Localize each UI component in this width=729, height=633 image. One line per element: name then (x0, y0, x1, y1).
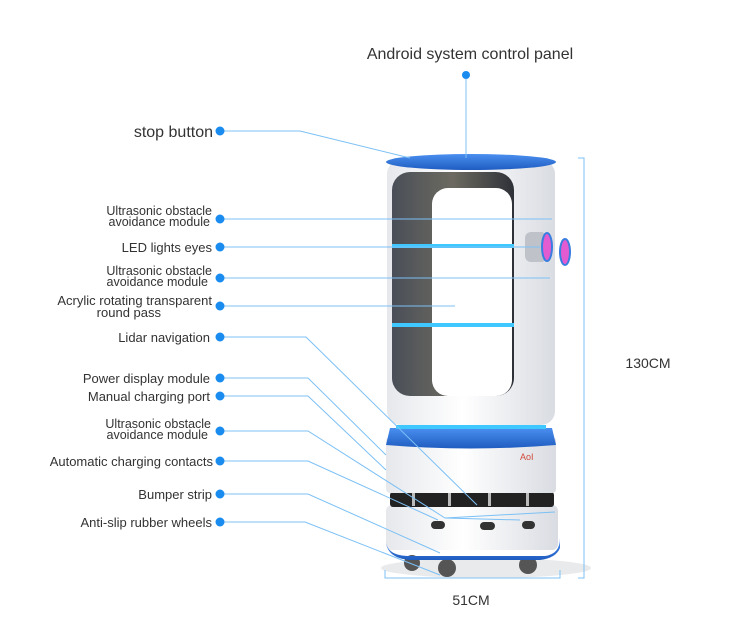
callout-lines (220, 75, 585, 579)
label-ultrasonic-2-line1: Ultrasonic obstacle (106, 264, 212, 278)
blue-ring (386, 428, 556, 449)
label-stop-button: stop button (134, 124, 213, 141)
robot-illustration: AoI (381, 154, 591, 578)
label-wheels: Anti-slip rubber wheels (80, 515, 212, 530)
label-ultrasonic-1-line2: avoidance module (109, 215, 211, 229)
svg-text:AoI: AoI (520, 452, 534, 462)
label-ultrasonic-3-line1: Ultrasonic obstacle (105, 417, 211, 431)
led-eye (559, 238, 571, 266)
bumper-strip (386, 538, 560, 560)
label-auto-charging: Automatic charging contacts (50, 454, 214, 469)
wheel (519, 556, 537, 574)
label-ultrasonic-2-line2: avoidance module (107, 275, 209, 289)
top-cap (386, 154, 556, 170)
height-bracket (578, 157, 585, 579)
label-power-display: Power display module (83, 371, 210, 386)
callout-dots (215, 71, 470, 527)
label-lidar: Lidar navigation (118, 330, 210, 345)
label-acrylic-line2: round pass (97, 305, 162, 320)
label-width: 51CM (452, 592, 489, 608)
mid-base (386, 437, 556, 493)
label-bumper: Bumper strip (138, 487, 212, 502)
label-ultrasonic-3-line2: avoidance module (107, 428, 209, 442)
label-acrylic-line1: Acrylic rotating transparent (57, 293, 212, 308)
label-control-panel: Android system control panel (367, 46, 573, 63)
label-led-eyes: LED lights eyes (122, 240, 213, 255)
width-bracket (384, 570, 561, 579)
label-ultrasonic-1-line1: Ultrasonic obstacle (106, 204, 212, 218)
inner-compartment (432, 188, 512, 396)
wheel (438, 559, 456, 577)
label-manual-charging: Manual charging port (88, 389, 211, 404)
label-height: 130CM (625, 355, 670, 371)
